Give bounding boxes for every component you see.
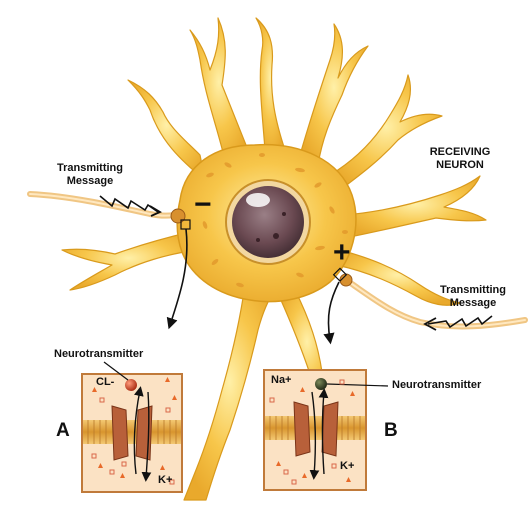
receiving-label-line1: RECEIVING: [429, 146, 491, 158]
channel-protein-b-left: [293, 401, 311, 457]
nucleus: [225, 179, 311, 265]
positive-charge-sign: +: [333, 236, 351, 269]
zoom-box-left: [180, 219, 191, 230]
receiving-neuron-label: RECEIVING NEURON: [425, 146, 495, 171]
incoming-axon-left: [27, 191, 186, 224]
transmitting-left-line2: Message: [66, 174, 114, 187]
receiving-label-line2: NEURON: [436, 158, 484, 171]
channel-protein-b-right: [321, 401, 339, 457]
neurotransmitter-label-b: Neurotransmitter: [392, 379, 482, 391]
channel-protein-a-right: [135, 405, 153, 461]
panel-label-b: B: [384, 420, 398, 441]
dendrite-upper-left: [127, 79, 206, 181]
neurotransmitter-a: [125, 379, 137, 391]
ion-label-k-b: K+: [340, 460, 355, 472]
transmitting-right-line1: Transmitting: [439, 284, 506, 296]
zoom-box-right: [332, 267, 348, 282]
dendrite-top-left: [189, 17, 249, 161]
arrow-to-panel-a: [166, 228, 188, 330]
negative-charge-sign: −: [194, 188, 212, 221]
panel-label-a: A: [56, 420, 70, 441]
ion-label-k-a: K+: [158, 474, 173, 486]
incoming-axon-right: [339, 273, 528, 330]
message-arrow-left: [99, 195, 162, 217]
dendrite-right-lower: [335, 249, 461, 306]
dendrite-left-lower: [61, 231, 196, 291]
transmitting-message-label-left: Transmitting Message: [50, 162, 130, 187]
message-arrow-right: [423, 315, 493, 331]
dendrite-right-middle: [344, 175, 487, 239]
panel-a: [81, 373, 183, 493]
dendrite-right-upper: [329, 74, 443, 191]
ion-label-cl: CL-: [96, 376, 115, 388]
panel-b: [263, 369, 389, 491]
dendrite-top-center: [255, 17, 286, 151]
arrow-to-panel-b: [323, 281, 340, 345]
ion-label-na: Na+: [271, 374, 292, 386]
transmitting-right-line2: Message: [449, 296, 497, 309]
channel-protein-a-left: [111, 405, 129, 461]
transmitting-message-label-right: Transmitting Message: [433, 284, 513, 309]
transmitting-left-line1: Transmitting: [56, 162, 123, 174]
dendrite-top-right: [299, 23, 369, 166]
axon: [183, 284, 276, 501]
neurotransmitter-b: [315, 378, 327, 390]
synapse-terminal-left: [170, 208, 186, 224]
neurotransmitter-label-a: Neurotransmitter: [54, 348, 144, 360]
membrane-a: [83, 420, 181, 444]
